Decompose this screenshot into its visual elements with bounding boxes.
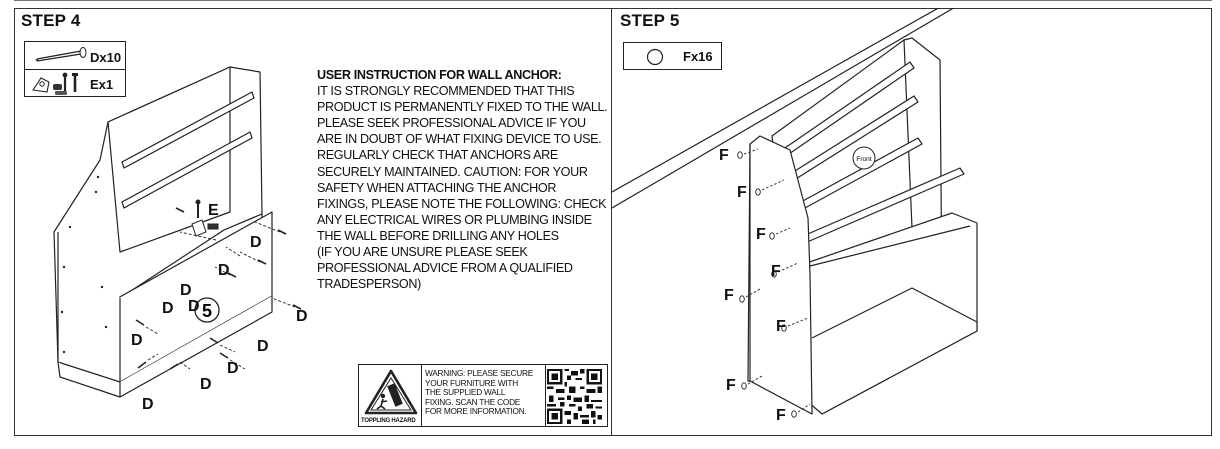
- label-d: D: [200, 376, 212, 393]
- label-d: D: [218, 262, 230, 279]
- label-f: F: [726, 377, 736, 394]
- warning-line: YOUR FURNITURE WITH: [425, 377, 518, 388]
- label-d: D: [250, 234, 262, 251]
- toppling-hazard-icon: [364, 369, 418, 415]
- label-d: D: [227, 360, 239, 377]
- label-f: F: [737, 184, 747, 201]
- cam-cap-icon: [646, 48, 664, 66]
- front-label: Front: [856, 156, 871, 163]
- hazard-caption: TOPPLING HAZARD: [361, 418, 416, 424]
- warning-line: FOR MORE INFORMATION.: [425, 406, 527, 417]
- step4-title: STEP 4: [21, 11, 81, 30]
- label-f: F: [724, 287, 734, 304]
- instruction-line: PROFESSIONAL ADVICE FROM A QUALIFIED: [317, 261, 573, 276]
- step4-illustration: 5: [53, 66, 302, 398]
- label-f: F: [776, 318, 786, 335]
- instruction-line: IT IS STRONGLY RECOMMENDED THAT THIS: [317, 84, 575, 99]
- step5-title: STEP 5: [620, 11, 680, 30]
- instruction-line: SAFETY WHEN ATTACHING THE ANCHOR: [317, 180, 557, 195]
- instruction-line: FIXINGS, PLEASE NOTE THE FOLLOWING: CHEC…: [317, 196, 607, 211]
- instruction-line: TRADESPERSON): [317, 277, 421, 292]
- instruction-line: PLEASE SEEK PROFESSIONAL ADVICE IF YOU: [317, 116, 586, 131]
- step4-parts-box: Dx10 Ex1: [24, 41, 126, 97]
- instruction-line: SECURELY MAINTAINED. CAUTION: FOR YOUR: [317, 164, 588, 179]
- label-f: F: [756, 226, 766, 243]
- part-e-qty: Ex1: [90, 77, 114, 92]
- instruction-line: THE WALL BEFORE DRILLING ANY HOLES: [317, 228, 559, 243]
- top-border: [14, 0, 1212, 1]
- warning-box: TOPPLING HAZARD WARNING: PLEASE SECURE Y…: [358, 364, 608, 427]
- warning-text: WARNING: PLEASE SECURE YOUR FURNITURE WI…: [425, 368, 547, 417]
- wall-anchor-instruction: USER INSTRUCTION FOR WALL ANCHOR: IT IS …: [317, 67, 617, 292]
- warning-line: WARNING: PLEASE SECURE: [425, 368, 534, 378]
- label-d: D: [188, 298, 200, 315]
- part-d-qty: Dx10: [90, 50, 122, 65]
- instruction-line: PRODUCT IS PERMANENTLY FIXED TO THE WALL…: [317, 100, 608, 115]
- instruction-line: REGULARLY CHECK THAT ANCHORS ARE: [317, 148, 558, 163]
- instruction-line: (IF YOU ARE UNSURE PLEASE SEEK: [317, 245, 528, 260]
- label-d: D: [142, 396, 154, 413]
- step5-parts-box: Fx16: [623, 42, 722, 70]
- label-d: D: [162, 300, 174, 317]
- label-d: D: [180, 282, 192, 299]
- step5-illustration: Front: [612, 8, 978, 418]
- step-divider: [611, 8, 612, 436]
- qr-code: [547, 369, 602, 424]
- instruction-line: ARE IN DOUBT OF WHAT FIXING DEVICE TO US…: [317, 132, 602, 147]
- label-d: D: [296, 308, 308, 325]
- label-d: D: [257, 338, 269, 355]
- label-f: F: [776, 407, 786, 424]
- label-f: F: [719, 147, 729, 164]
- screw-icon: [35, 47, 87, 62]
- panel-number: 5: [202, 301, 212, 321]
- label-e: E: [208, 202, 219, 219]
- warning-line: FIXING. SCAN THE CODE: [425, 396, 521, 407]
- label-d: D: [131, 332, 143, 349]
- warning-line: THE SUPPLIED WALL: [425, 387, 506, 398]
- instruction-sheet: [14, 8, 1212, 436]
- part-f-qty: Fx16: [683, 49, 713, 64]
- wall-anchor-icon: [32, 72, 78, 95]
- instruction-title: USER INSTRUCTION FOR WALL ANCHOR:: [317, 68, 562, 82]
- instruction-line: ANY ELECTRICAL WIRES OR PLUMBING INSIDE: [317, 212, 592, 227]
- label-f: F: [771, 263, 781, 280]
